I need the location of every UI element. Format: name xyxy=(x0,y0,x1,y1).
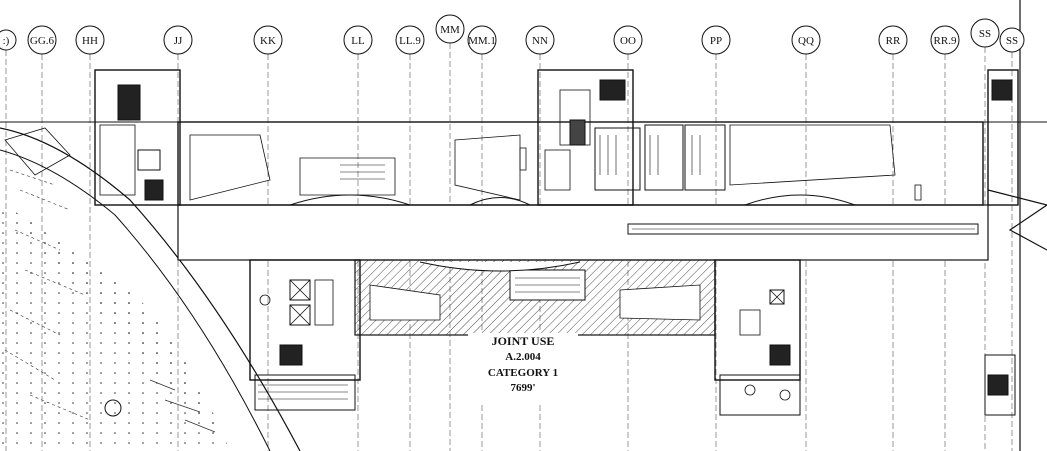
grid-bubble-g13: RR xyxy=(878,25,908,55)
grid-bubble-circle xyxy=(343,25,373,55)
right-edge-notch xyxy=(987,0,1047,451)
grid-bubble-circle xyxy=(0,29,17,51)
grid-bubble-label: OO xyxy=(620,35,636,47)
grid-bubble-label: HH xyxy=(82,35,98,47)
grid-bubble-label: JJ xyxy=(174,35,183,47)
grid-bubble-circle xyxy=(395,25,425,55)
grid-bubble-label: NN xyxy=(532,35,548,47)
grid-bubble-g14: RR.9 xyxy=(930,25,960,55)
grid-bubble-circle xyxy=(878,25,908,55)
grid-bubble-g0: :) xyxy=(0,29,17,51)
grid-bubble-g10: OO xyxy=(613,25,643,55)
space-label: JOINT USE A.2.004 CATEGORY 1 7699' xyxy=(488,334,558,394)
grid-bubble-circle xyxy=(27,25,57,55)
grid-bubble-circle xyxy=(999,27,1025,53)
grid-bubble-circle xyxy=(525,25,555,55)
grid-bubble-label: MM xyxy=(440,24,460,36)
grid-bubble-g5: LL xyxy=(343,25,373,55)
grid-bubble-g12: QQ xyxy=(791,25,821,55)
grid-bubble-g3: JJ xyxy=(163,25,193,55)
space-label-use: JOINT USE xyxy=(492,334,555,348)
grid-bubble-circle xyxy=(435,14,465,44)
grid-bubble-label: SS xyxy=(979,28,991,40)
grid-bubble-label: MM.1 xyxy=(468,35,496,47)
grid-bubble-label: RR xyxy=(886,35,901,47)
grid-bubble-g9: NN xyxy=(525,25,555,55)
grid-bubble-g4: KK xyxy=(253,25,283,55)
space-label-area: 7699' xyxy=(510,382,535,394)
grid-bubble-circle xyxy=(253,25,283,55)
space-label-room-number: A.2.004 xyxy=(505,351,541,363)
grid-bubble-circle xyxy=(791,25,821,55)
main-corridor xyxy=(177,204,989,261)
grid-bubble-circle xyxy=(467,25,497,55)
grid-bubble-circle xyxy=(930,25,960,55)
grid-bubble-label: GG.6 xyxy=(30,35,55,47)
grid-bubble-g16: SS xyxy=(999,27,1025,53)
grid-bubble-circle xyxy=(613,25,643,55)
grid-bubble-label: KK xyxy=(260,35,276,47)
grid-bubble-label: QQ xyxy=(798,35,814,47)
grid-bubbles: :) GG.6 HH JJ KK LL LL.9 MM MM.1 NN OO PP QQ RR RR.9 SS… xyxy=(0,14,1025,55)
grid-bubble-circle xyxy=(701,25,731,55)
site-boundary xyxy=(0,127,301,451)
grid-bubble-circle xyxy=(970,18,1000,48)
grid-bubble-label: PP xyxy=(710,35,722,47)
grid-bubble-g11: PP xyxy=(701,25,731,55)
lower-building xyxy=(249,259,1016,416)
grid-bubble-g2: HH xyxy=(75,25,105,55)
grid-bubble-label: RR.9 xyxy=(934,35,957,47)
space-label-category: CATEGORY 1 xyxy=(488,367,558,379)
grid-bubble-label: SS xyxy=(1006,35,1018,47)
grid-bubble-g1: GG.6 xyxy=(27,25,57,55)
grid-bubble-g6: LL.9 xyxy=(395,25,425,55)
grid-bubble-g8: MM.1 xyxy=(467,25,497,55)
grid-bubble-label: LL xyxy=(351,35,365,47)
grid-bubble-label: :) xyxy=(3,35,10,47)
upper-building xyxy=(94,69,1019,206)
grid-bubble-g7: MM xyxy=(435,14,465,44)
grid-bubble-g15: SS xyxy=(970,18,1000,48)
grid-bubble-circle xyxy=(75,25,105,55)
label-backdrop xyxy=(468,333,578,405)
grid-bubble-label: LL.9 xyxy=(399,35,421,47)
grid-bubble-circle xyxy=(163,25,193,55)
